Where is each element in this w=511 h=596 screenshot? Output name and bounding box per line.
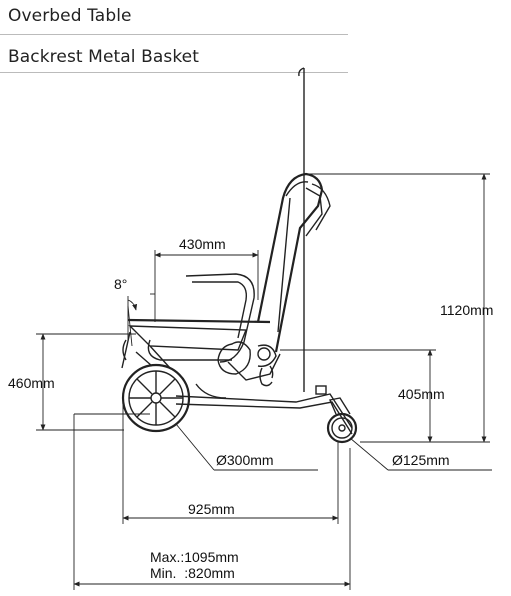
front-caster xyxy=(326,397,358,444)
overall-length-max-label: Max.:1095mm xyxy=(150,549,239,565)
accessory-row-backrest-basket: Backrest Metal Basket xyxy=(0,45,348,67)
base-frame xyxy=(175,383,353,435)
iv-pole xyxy=(298,67,305,392)
dimension-armrest-height: 405mm xyxy=(280,349,445,443)
seat-angle-label: 8° xyxy=(114,276,127,292)
dimension-seat-height: 460mm xyxy=(8,333,136,431)
overall-height-label: 1120mm xyxy=(440,302,493,318)
dimension-overall-length: Max.:1095mm Min. :820mm xyxy=(73,413,351,590)
wheelbase-label: 925mm xyxy=(188,501,235,517)
divider-line xyxy=(0,34,348,35)
seat-depth-label: 430mm xyxy=(179,236,226,252)
backrest xyxy=(256,172,331,353)
armrest-height-label: 405mm xyxy=(398,386,445,402)
divider-line xyxy=(0,72,348,73)
accessory-label-backrest-basket: Backrest Metal Basket xyxy=(8,47,200,67)
seat-frame xyxy=(127,273,281,387)
accessory-label-overbed-table: Overbed Table xyxy=(8,6,132,26)
overall-length-min-label: Min. :820mm xyxy=(150,565,235,581)
dimension-rear-wheel: Ø300mm xyxy=(175,423,318,471)
rear-wheel-label: Ø300mm xyxy=(216,452,274,468)
accessory-row-overbed-table: Overbed Table xyxy=(0,4,348,26)
front-wheel-label: Ø125mm xyxy=(392,452,450,468)
dimension-front-wheel: Ø125mm xyxy=(349,437,492,471)
dimension-wheelbase: 925mm xyxy=(122,398,339,524)
dimension-seat-depth: 430mm xyxy=(150,236,259,322)
dimension-seat-angle: 8° xyxy=(114,276,138,347)
seat-height-label: 460mm xyxy=(8,375,55,391)
